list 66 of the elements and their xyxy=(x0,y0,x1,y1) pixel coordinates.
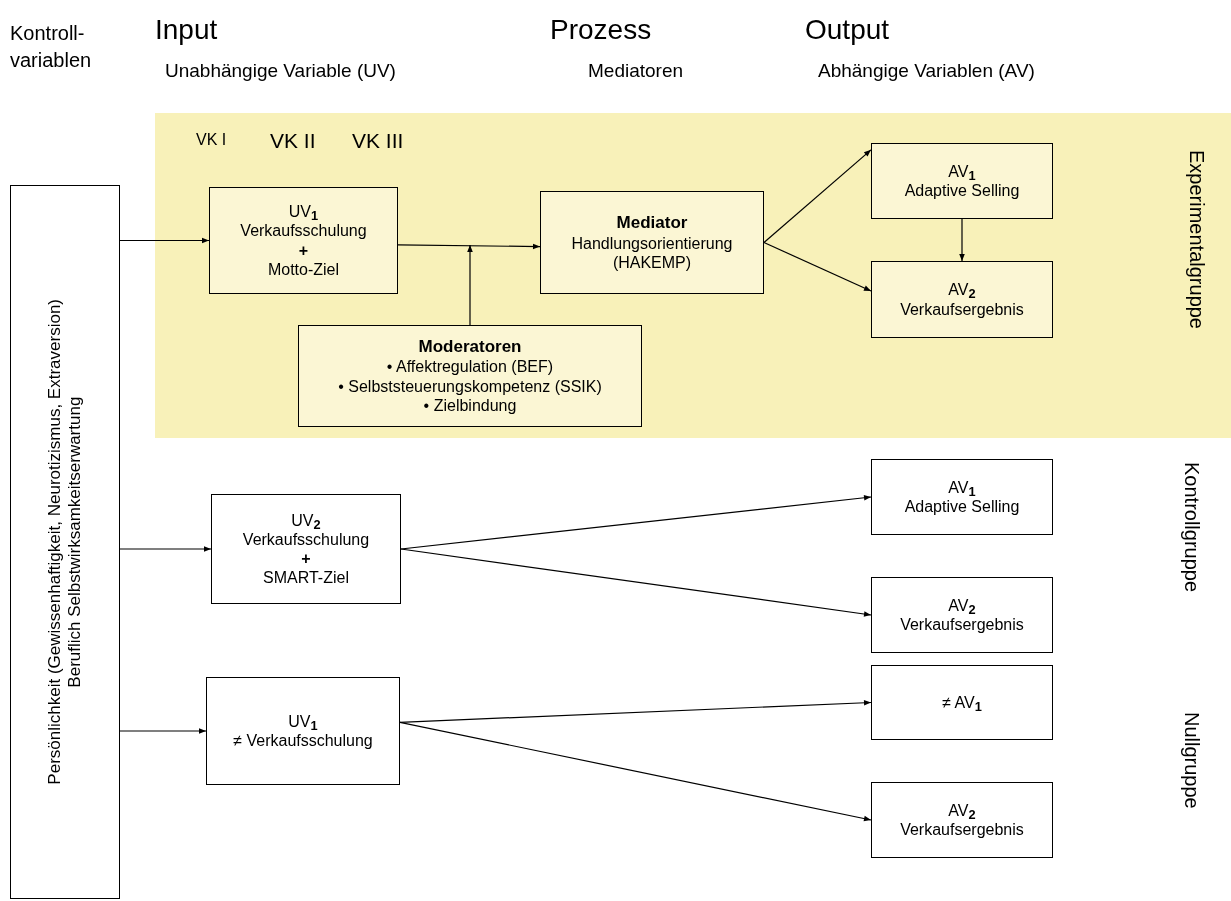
mediator-box xyxy=(540,191,764,294)
box-text: • Zielbindung xyxy=(423,395,517,415)
box-text: ≠ Verkaufsschulung xyxy=(233,731,373,751)
outcome-box xyxy=(871,782,1053,858)
outcome-box xyxy=(871,665,1053,740)
input-box xyxy=(211,494,401,604)
plus-sign: + xyxy=(301,549,311,569)
column-subheading: Unabhängige Variable (UV) xyxy=(165,60,396,82)
outcome-box xyxy=(871,261,1053,338)
box-text: ≠ AV$_{1}$ xyxy=(942,692,982,713)
box-heading: Moderatoren xyxy=(418,337,522,358)
box-text: • Affektregulation (BEF) xyxy=(386,357,554,377)
box-text: Adaptive Selling xyxy=(904,181,1020,201)
box-text: Verkaufsschulung xyxy=(240,221,367,241)
arrow xyxy=(763,241,872,292)
box-text: Adaptive Selling xyxy=(904,497,1020,517)
box-text: AV$_{2}$ xyxy=(948,280,976,300)
box-text: • Selbststeuerungskompetenz (SSIK) xyxy=(338,376,602,396)
group-label: Experimentalgruppe xyxy=(1185,150,1208,329)
column-heading: Output xyxy=(805,14,890,46)
column-heading: Input xyxy=(155,14,218,46)
outcome-box xyxy=(871,143,1053,219)
box-heading: Mediator xyxy=(616,213,688,234)
experimental-group-band xyxy=(155,113,1231,438)
condition-label: VK I xyxy=(196,131,227,149)
moderator-box xyxy=(298,325,642,427)
box-text: Verkaufsschulung xyxy=(242,529,370,549)
box-text: SMART-Ziel xyxy=(263,568,349,588)
variable-text: Beruflich Selbstwirksamkeitserwartung xyxy=(65,396,85,688)
arrow xyxy=(119,728,207,734)
box-text: AV$_{1}$ xyxy=(948,161,976,181)
input-box xyxy=(206,677,400,785)
box-text: UV$_{1}$ xyxy=(288,711,318,731)
arrow xyxy=(119,237,210,244)
plus-sign: + xyxy=(298,240,309,260)
outcome-box xyxy=(871,577,1053,653)
arrow xyxy=(399,721,872,822)
column-subheading: Mediatoren xyxy=(588,60,684,82)
arrow xyxy=(119,546,212,552)
box-text: AV$_{2}$ xyxy=(948,800,976,820)
arrow xyxy=(400,548,872,617)
box-text: Verkaufsergebnis xyxy=(900,299,1024,319)
box-text: AV$_{1}$ xyxy=(948,477,976,497)
column-heading: Kontroll- variablen xyxy=(10,21,93,73)
arrow xyxy=(467,244,473,326)
box-text: UV$_{1}$ xyxy=(288,202,319,222)
arrow xyxy=(397,243,541,250)
box-text: Verkaufsergebnis xyxy=(900,820,1024,840)
box-text: UV$_{2}$ xyxy=(291,510,321,530)
box-text: AV$_{2}$ xyxy=(948,595,976,615)
input-box xyxy=(209,187,398,294)
box-text: Motto-Ziel xyxy=(267,259,340,279)
box-text: Handlungsorientierung (HAKEMP) xyxy=(570,233,734,272)
variable-text: Persönlichkeit (Gewissenhaftigkeit, Neurotizismus, Extraversion) xyxy=(44,299,65,785)
condition-label: VK III xyxy=(352,129,404,153)
arrow xyxy=(959,218,965,262)
column-subheading: Abhängige Variablen (AV) xyxy=(818,60,1035,82)
control-variables-box xyxy=(10,185,120,899)
arrow xyxy=(763,149,872,244)
group-label: Nullgruppe xyxy=(1180,712,1203,809)
box-text: Verkaufsergebnis xyxy=(900,615,1024,635)
column-heading: Prozess xyxy=(550,14,652,46)
outcome-box xyxy=(871,459,1053,535)
condition-label: VK II xyxy=(270,129,316,153)
group-label: Kontrollgruppe xyxy=(1180,462,1203,593)
arrow xyxy=(400,495,872,550)
